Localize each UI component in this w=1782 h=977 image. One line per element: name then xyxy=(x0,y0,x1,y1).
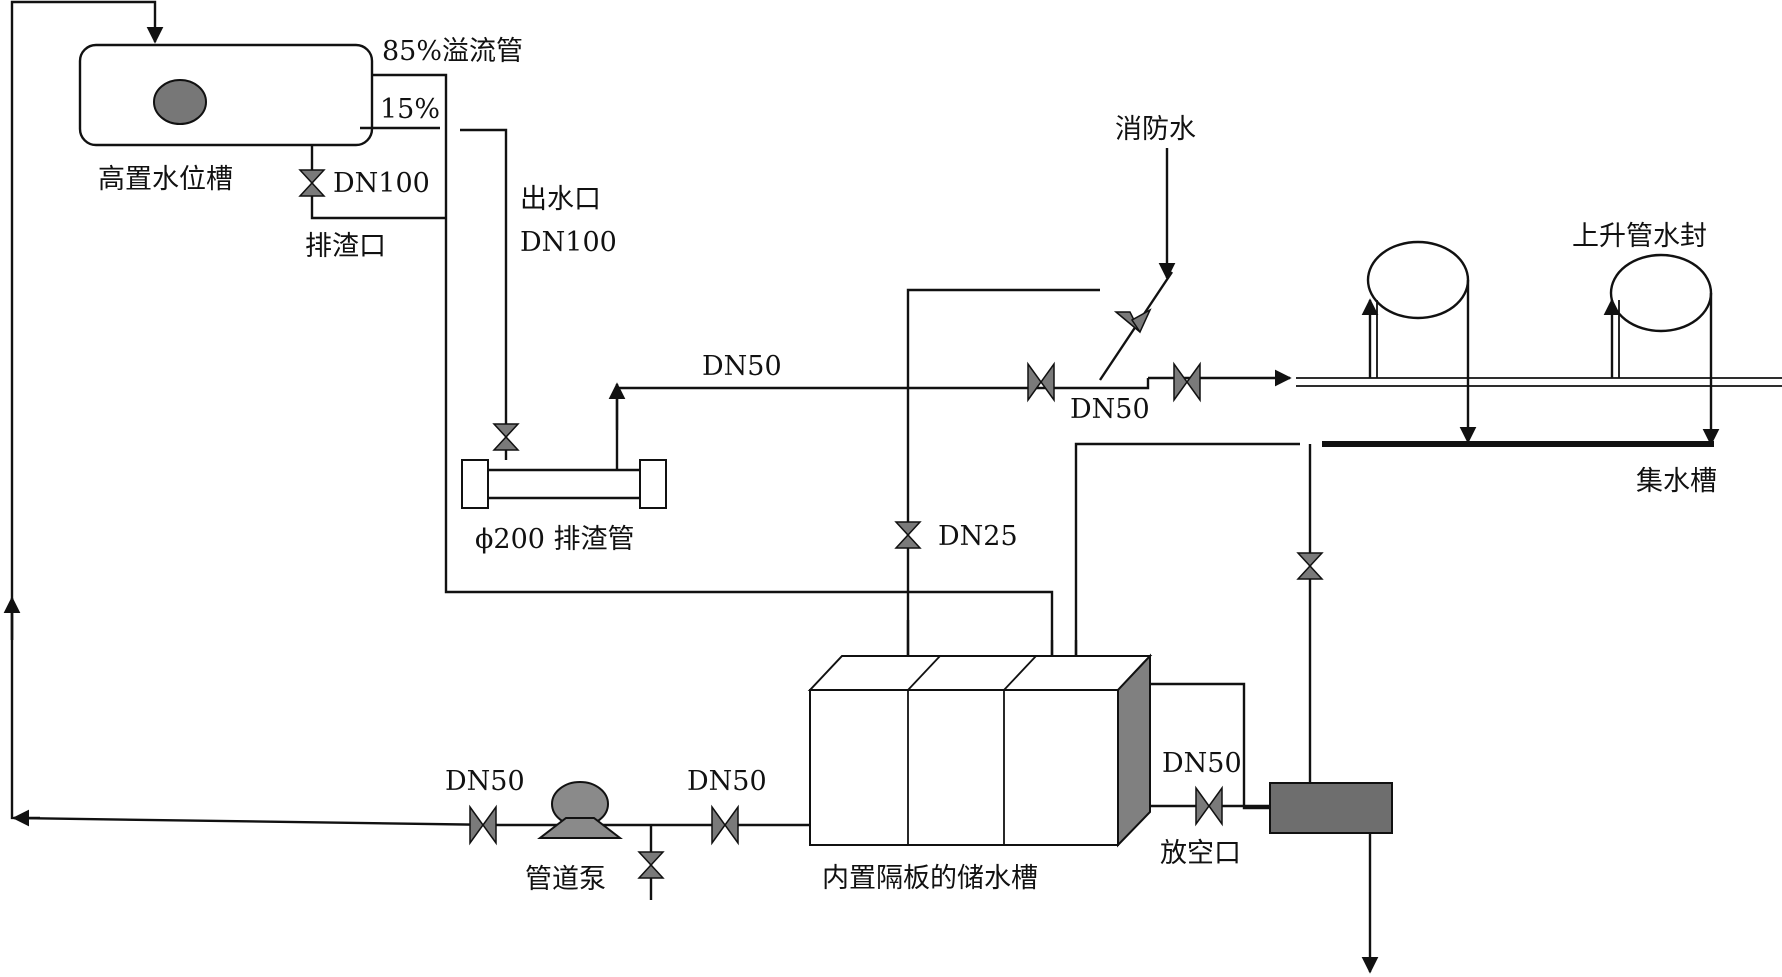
water-outlet-line xyxy=(460,128,508,460)
collector-drain-valve-icon[interactable] xyxy=(1296,552,1324,580)
riser-seal-right xyxy=(1603,253,1720,446)
water-outlet-dn-label: DN100 xyxy=(520,227,617,258)
fire-water-valve-icon[interactable] xyxy=(1113,308,1152,334)
dn50-top-line xyxy=(608,369,1292,470)
slag-pipe xyxy=(461,459,667,509)
dn50-right-valve-icon[interactable] xyxy=(1173,361,1201,403)
slag-pipe-label: ϕ200 排渣管 xyxy=(475,524,635,555)
fire-water-line xyxy=(1099,148,1176,381)
dn50-vent-valve-icon[interactable] xyxy=(1195,785,1223,827)
dn50-top-label: DN50 xyxy=(702,351,782,382)
dn25-label: DN25 xyxy=(938,521,1018,552)
pump-drain-valve-icon[interactable] xyxy=(637,851,665,879)
dn50-pump-left-label: DN50 xyxy=(445,766,525,797)
dn50-pump-right-label: DN50 xyxy=(687,766,767,797)
tank-vent-line xyxy=(1150,682,1270,810)
riser-seal-label: 上升管水封 xyxy=(1572,221,1707,252)
riser-seal-left xyxy=(1361,240,1477,444)
overflow-pipe-label: 85%溢流管 xyxy=(382,36,523,67)
fire-water-label: 消防水 xyxy=(1115,114,1196,145)
pump-label: 管道泵 xyxy=(525,864,606,895)
water-outlet-label: 出水口 xyxy=(520,184,601,215)
pump-left-valve-icon[interactable] xyxy=(469,804,497,846)
level-15-label: 15% xyxy=(380,94,440,125)
dn50-mid-valve-icon[interactable] xyxy=(1027,361,1055,403)
dn25-line xyxy=(899,288,1100,672)
storage-tank xyxy=(807,653,1153,848)
dn50-vent-label: DN50 xyxy=(1162,748,1242,779)
pipeline-pump-icon[interactable] xyxy=(537,781,623,839)
collector-label: 集水槽 xyxy=(1636,466,1717,497)
return-line xyxy=(3,0,830,827)
water-outlet-valve-icon[interactable] xyxy=(492,423,520,451)
slag-outlet-label: 排渣口 xyxy=(305,231,386,262)
high-level-tank xyxy=(78,43,374,147)
buffer-tank xyxy=(1269,782,1393,834)
dn50-mid-label: DN50 xyxy=(1070,394,1150,425)
vent-label: 放空口 xyxy=(1160,838,1241,869)
pump-right-valve-icon[interactable] xyxy=(711,804,739,846)
collector-return-line xyxy=(1067,442,1300,686)
header-pipes xyxy=(1296,377,1782,387)
storage-tank-label: 内置隔板的储水槽 xyxy=(822,863,1038,894)
dn100-valve-icon[interactable] xyxy=(298,169,326,197)
dn100-valve-label: DN100 xyxy=(333,168,430,199)
high-tank-label: 高置水位槽 xyxy=(98,164,233,195)
dn25-valve-icon[interactable] xyxy=(894,521,922,549)
